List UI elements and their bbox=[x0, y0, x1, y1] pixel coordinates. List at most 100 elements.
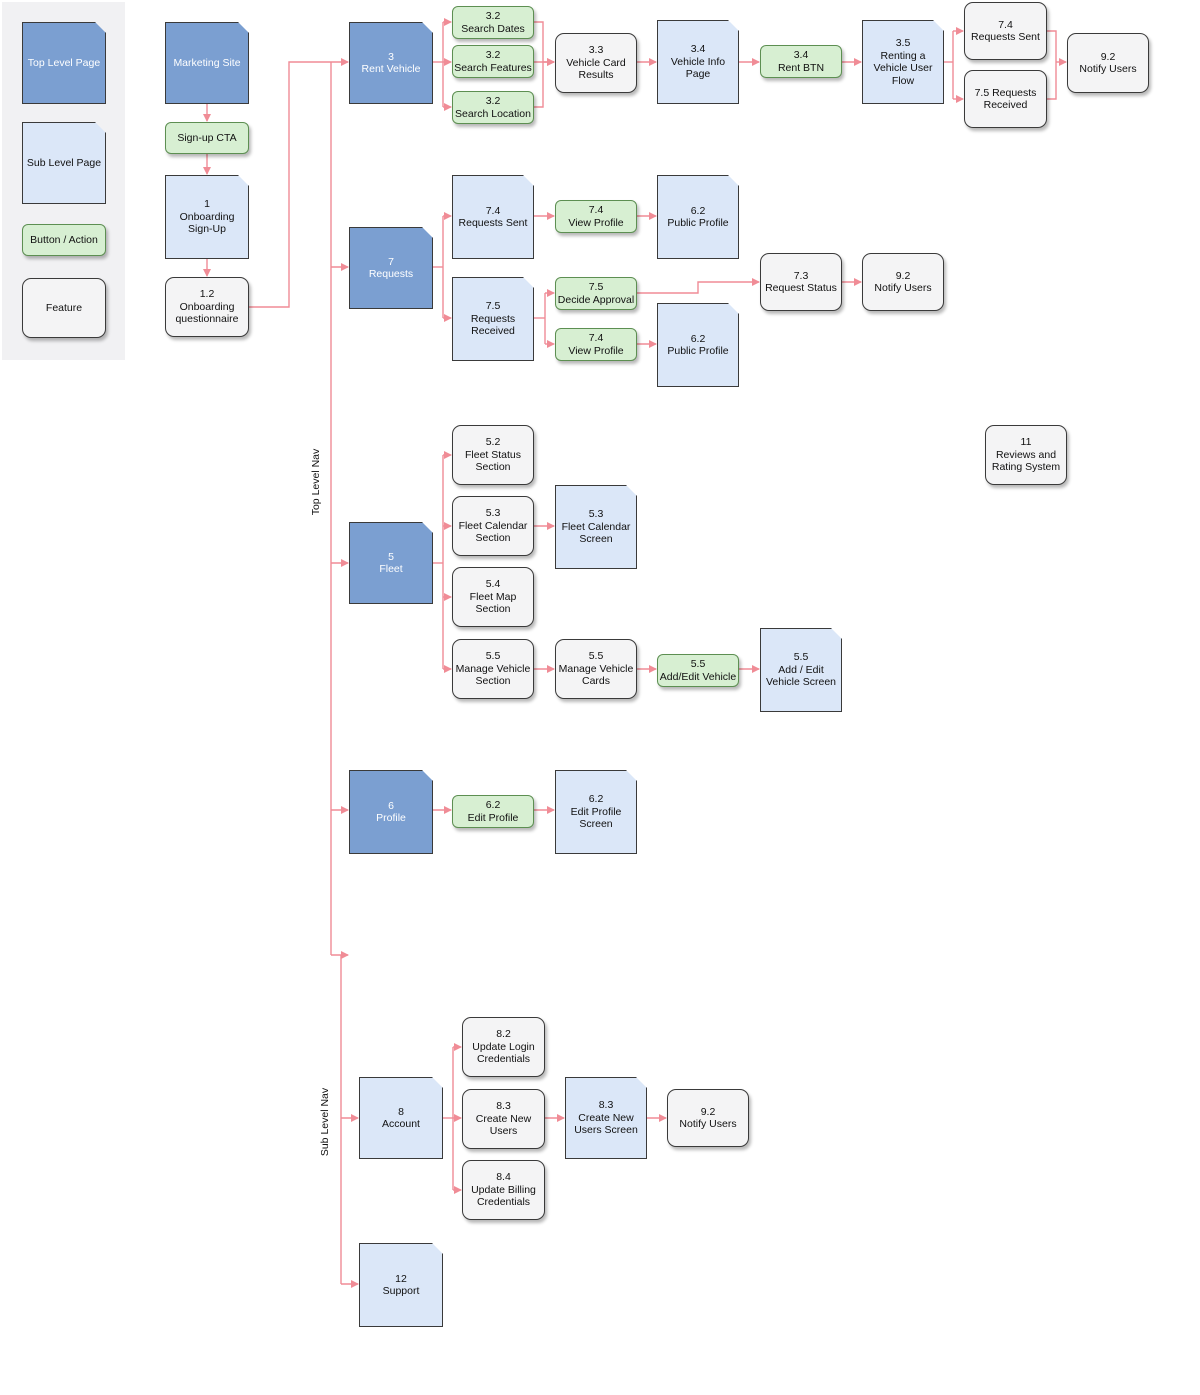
account-node: 8 Account bbox=[359, 1077, 443, 1159]
node-line: 6 bbox=[388, 799, 394, 812]
req-public-profile-1-node: 6.2 Public Profile bbox=[657, 175, 739, 259]
node-line: Search Features bbox=[454, 61, 532, 74]
legend-top-level-page: Top Level Page bbox=[22, 22, 106, 104]
vehicle-card-results-node: 3.3 Vehicle Card Results bbox=[555, 33, 637, 93]
node-line: Manage Vehicle bbox=[455, 662, 531, 675]
node-line: 1.2 bbox=[199, 288, 215, 301]
top-level-nav-label: Top Level Nav bbox=[310, 448, 322, 516]
node-line: 12 bbox=[395, 1272, 407, 1285]
node-line: Received bbox=[471, 325, 515, 338]
vehicle-info-page-node: 3.4 Vehicle Info Page bbox=[657, 20, 739, 104]
node-line: Profile bbox=[376, 812, 406, 824]
node-line: Requests bbox=[470, 312, 516, 325]
fleet-calendar-screen-node: 5.3 Fleet Calendar Screen bbox=[555, 485, 637, 569]
node-line: Onboarding bbox=[179, 300, 235, 313]
node-line: Sign-Up bbox=[188, 223, 226, 236]
node-line: 3.4 bbox=[793, 49, 809, 61]
node-line: Page bbox=[685, 68, 711, 81]
node-line: Create New bbox=[578, 1111, 634, 1124]
node-line: 7.4 bbox=[588, 204, 604, 216]
node-line: Cards bbox=[581, 675, 610, 688]
node-line: Onboarding bbox=[179, 210, 235, 223]
acc-notify-users-node: 9.2 Notify Users bbox=[667, 1089, 749, 1147]
legend-button-action: Button / Action bbox=[22, 224, 106, 256]
node-line: Decide Approval bbox=[557, 293, 635, 306]
node-line: Requests bbox=[368, 268, 414, 280]
add-edit-vehicle-screen-node: 5.5 Add / Edit Vehicle Screen bbox=[760, 628, 842, 712]
node-line: Manage Vehicle bbox=[558, 662, 634, 675]
node-line: Received bbox=[983, 99, 1028, 111]
node-line: 7.5 bbox=[485, 300, 501, 313]
req-notify-users-node: 9.2 Notify Users bbox=[862, 253, 944, 311]
node-line: Public Profile bbox=[667, 345, 729, 357]
node-line: 5.3 bbox=[588, 508, 604, 521]
reviews-rating-node: 11 Reviews and Rating System bbox=[985, 425, 1067, 485]
node-line: Credentials bbox=[476, 1053, 531, 1066]
fleet-map-node: 5.4 Fleet Map Section bbox=[452, 567, 534, 627]
node-line: Renting a bbox=[880, 49, 926, 62]
node-line: Notify Users bbox=[679, 1118, 737, 1130]
node-line: 5.5 bbox=[588, 650, 604, 663]
node-line: Sign-up CTA bbox=[177, 131, 237, 144]
node-line: Edit Profile bbox=[570, 805, 622, 818]
create-new-users-screen-node: 8.3 Create New Users Screen bbox=[565, 1077, 647, 1159]
node-line: 3.2 bbox=[485, 49, 501, 61]
onboarding-questionnaire-node: 1.2 Onboarding questionnaire bbox=[165, 277, 249, 337]
profile-node: 6 Profile bbox=[349, 770, 433, 854]
node-line: Fleet bbox=[379, 563, 403, 575]
node-line: Vehicle Screen bbox=[765, 676, 837, 689]
marketing-site-node: Marketing Site bbox=[165, 22, 249, 104]
node-line: Fleet Calendar bbox=[458, 519, 528, 532]
req-public-profile-2-node: 6.2 Public Profile bbox=[657, 303, 739, 387]
node-line: Create New bbox=[475, 1112, 532, 1125]
edit-profile-node: 6.2 Edit Profile bbox=[452, 795, 534, 828]
signup-cta-node: Sign-up CTA bbox=[165, 122, 249, 154]
manage-vehicle-cards-node: 5.5 Manage Vehicle Cards bbox=[555, 639, 637, 699]
node-line: 8.3 bbox=[496, 1100, 511, 1113]
fleet-calendar-section-node: 5.3 Fleet Calendar Section bbox=[452, 496, 534, 556]
rv-requests-sent-node: 7.4 Requests Sent bbox=[964, 2, 1047, 60]
node-line: 6.2 bbox=[485, 799, 501, 811]
node-line: 7.4 bbox=[998, 18, 1013, 31]
node-line: Screen bbox=[579, 818, 613, 831]
node-line: Section bbox=[475, 603, 511, 616]
node-line: Update Login bbox=[472, 1040, 535, 1053]
add-edit-vehicle-node: 5.5 Add/Edit Vehicle bbox=[657, 654, 739, 687]
req-view-profile-2-node: 7.4 View Profile bbox=[555, 328, 637, 361]
req-view-profile-1-node: 7.4 View Profile bbox=[555, 200, 637, 233]
legend-sub-level-page: Sub Level Page bbox=[22, 122, 106, 204]
node-line: 9.2 bbox=[895, 269, 911, 282]
node-line: Results bbox=[578, 69, 614, 82]
node-line: Section bbox=[475, 461, 511, 474]
requests-node: 7 Requests bbox=[349, 227, 433, 309]
node-line: 7.3 bbox=[793, 269, 809, 282]
rent-btn-node: 3.4 Rent BTN bbox=[760, 45, 842, 78]
node-line: Fleet Map bbox=[469, 590, 517, 603]
node-line: 5.5 bbox=[793, 651, 809, 664]
node-line: Fleet Status bbox=[464, 448, 522, 461]
node-line: Flow bbox=[891, 74, 915, 87]
search-location-node: 3.2 Search Location bbox=[452, 91, 534, 124]
update-login-node: 8.2 Update Login Credentials bbox=[462, 1017, 545, 1077]
node-line: 9.2 bbox=[700, 1105, 716, 1118]
node-line: Rent Vehicle bbox=[361, 63, 421, 75]
node-line: Request Status bbox=[765, 282, 837, 294]
node-line: Add / Edit bbox=[778, 663, 824, 676]
node-line: 7.4 bbox=[588, 332, 604, 344]
node-line: 6.2 bbox=[690, 332, 706, 345]
node-line: Notify Users bbox=[1079, 63, 1137, 75]
node-line: Account bbox=[382, 1118, 420, 1130]
node-line: Rent BTN bbox=[777, 61, 825, 74]
node-line: 7.5 Requests bbox=[974, 86, 1037, 99]
node-line: 6.2 bbox=[690, 204, 706, 217]
connector-line bbox=[637, 278, 760, 294]
node-line: 3 bbox=[388, 50, 394, 63]
node-line: Support bbox=[382, 1285, 420, 1297]
node-line: 5.3 bbox=[485, 507, 501, 520]
node-line: 3.2 bbox=[485, 95, 501, 107]
node-line: questionnaire bbox=[175, 313, 239, 326]
node-line: Update Billing bbox=[471, 1183, 536, 1196]
connector-line bbox=[534, 62, 544, 108]
node-line: Vehicle Info bbox=[670, 55, 726, 68]
